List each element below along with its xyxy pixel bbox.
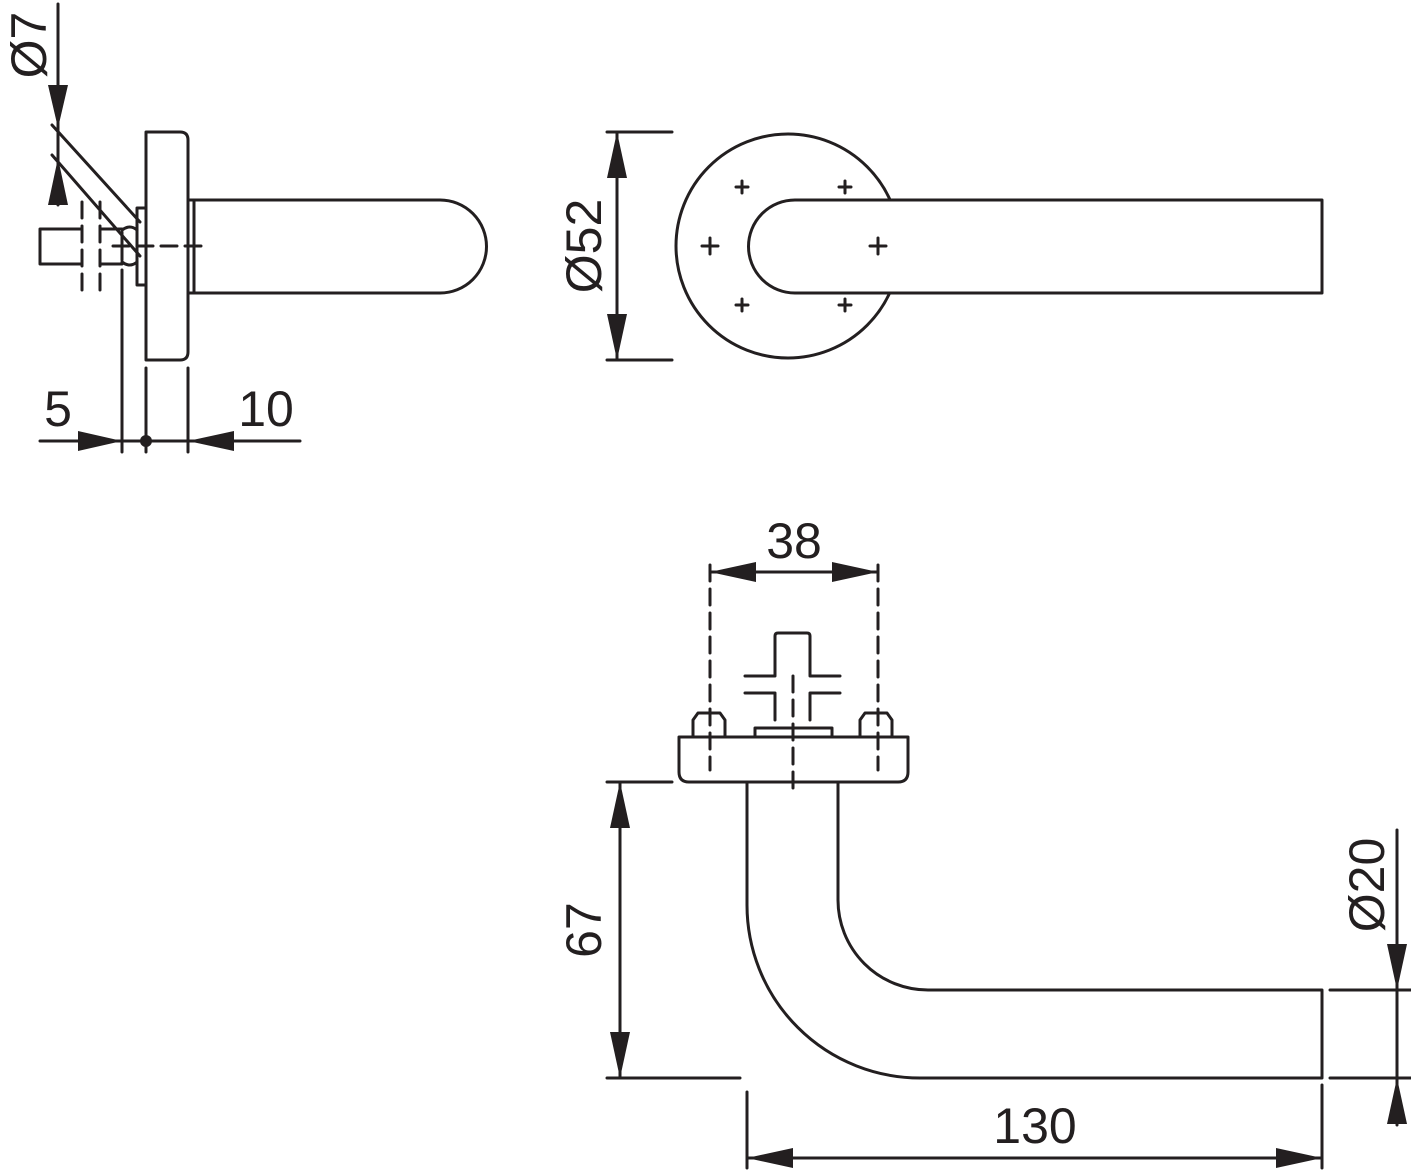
arrow-left-icon (188, 431, 234, 451)
dim-grip-diameter: Ø20 (1339, 838, 1395, 933)
dim-spindle-diameter: Ø7 (1, 12, 57, 79)
arrow-right-icon (78, 431, 122, 451)
dim-rose-thickness: 10 (238, 381, 294, 437)
leader-line-1 (50, 123, 142, 224)
dim-spindle-offset: 5 (44, 381, 72, 437)
side-view: Ø7 5 10 (1, 2, 488, 454)
arrow-left-icon (710, 562, 756, 582)
arrow-right-icon (1276, 1148, 1322, 1168)
lever-front (747, 198, 1324, 295)
screw-detail (120, 206, 148, 287)
arrow-right-icon (832, 562, 878, 582)
arrow-up-icon (610, 782, 630, 828)
rose-side (144, 130, 190, 362)
arrow-left-icon (747, 1148, 793, 1168)
arrow-down-icon (610, 1032, 630, 1078)
arrow-down-icon (1387, 944, 1407, 990)
base-plate (677, 735, 910, 784)
spindle-top (743, 631, 842, 722)
dim-screw-spacing: 38 (766, 513, 822, 569)
arrow-up-icon (607, 132, 627, 178)
dim-rose-diameter: Ø52 (556, 199, 612, 294)
leader-line-2 (50, 153, 142, 258)
top-view: 38 67 130 Ø20 (556, 513, 1411, 1170)
arrow-up-icon (1387, 1078, 1407, 1124)
front-view: Ø52 (556, 130, 1324, 362)
dim-projection: 67 (556, 902, 612, 958)
arrow-up-icon (48, 158, 68, 205)
dim-handle-length: 130 (993, 1098, 1076, 1154)
screw-head-right (858, 711, 894, 739)
arrow-down-icon (48, 85, 68, 128)
dim-dot (140, 435, 152, 447)
arrow-down-icon (607, 314, 627, 360)
lever-side (192, 198, 488, 295)
screw-cross-icons (700, 179, 888, 313)
lever-top (745, 780, 1324, 1080)
